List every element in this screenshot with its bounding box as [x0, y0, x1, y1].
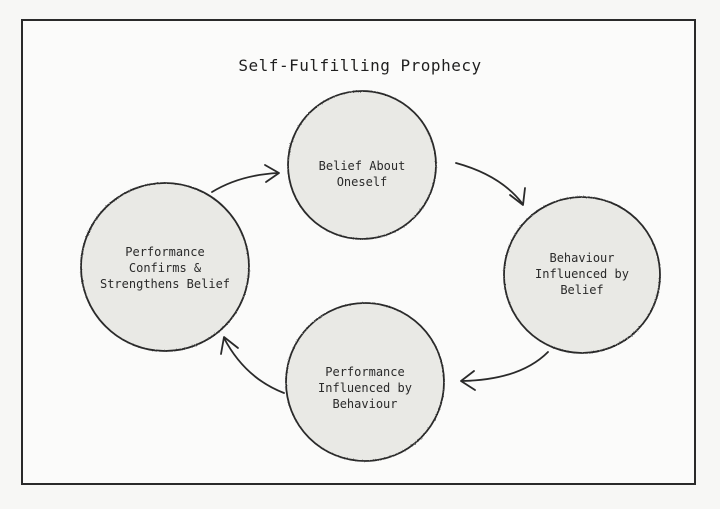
edge-belief-behaviour	[455, 162, 526, 206]
node-circle-confirms	[80, 182, 250, 352]
node-circle-belief	[287, 90, 437, 240]
node-label-performance: Performance Influenced by Behaviour	[318, 365, 412, 411]
node-label-confirms: Performance Confirms & Strengthens Belie…	[99, 245, 231, 291]
node-label-behaviour: Behaviour Influenced by Belief	[535, 251, 629, 297]
node-circle-performance	[285, 302, 445, 462]
edge-performance-confirms	[220, 336, 285, 394]
edge-behaviour-performance	[460, 351, 549, 391]
diagram-title: Self-Fulfilling Prophecy	[238, 56, 482, 75]
node-label-belief: Belief About Oneself	[318, 159, 406, 189]
edge-confirms-belief	[211, 164, 280, 193]
node-circle-behaviour	[503, 196, 661, 354]
